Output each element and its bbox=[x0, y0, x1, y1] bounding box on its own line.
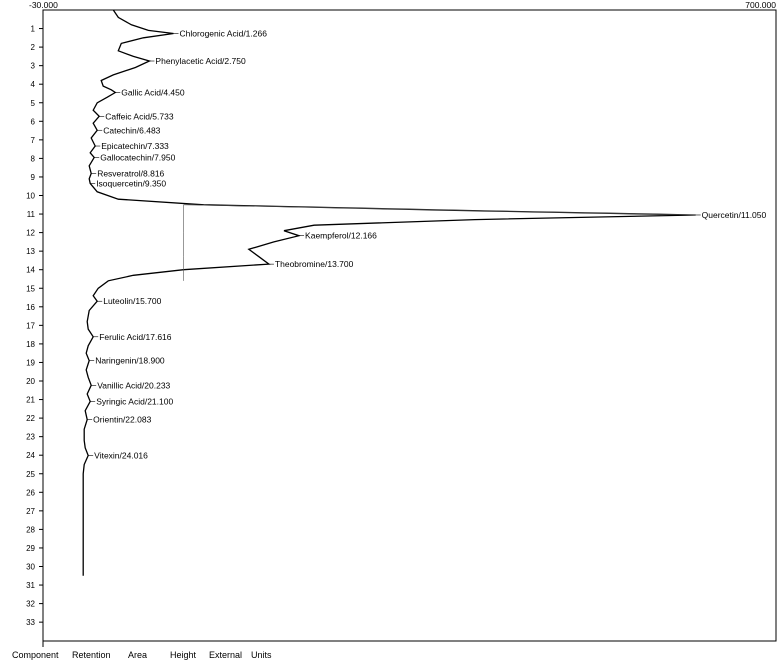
peak-label: Quercetin/11.050 bbox=[702, 210, 767, 220]
column-header-units: Units bbox=[251, 650, 272, 660]
peak-label: Ferulic Acid/17.616 bbox=[99, 332, 172, 342]
y-tick-label: 7 bbox=[31, 136, 36, 145]
y-tick-label: 28 bbox=[26, 525, 35, 534]
y-tick-label: 14 bbox=[26, 266, 35, 275]
peak-label: Vanillic Acid/20.233 bbox=[97, 380, 170, 390]
column-header-retention: Retention bbox=[72, 650, 111, 660]
peak-label: Gallocatechin/7.950 bbox=[100, 152, 175, 162]
y-tick-label: 9 bbox=[31, 173, 36, 182]
column-header-component: Component bbox=[12, 650, 59, 660]
y-tick-label: 6 bbox=[31, 117, 36, 126]
y-tick-label: 2 bbox=[31, 43, 36, 52]
y-tick-label: 32 bbox=[26, 600, 35, 609]
peak-label: Resveratrol/8.816 bbox=[97, 169, 164, 179]
x-range-max-label: 700.000 bbox=[745, 0, 776, 10]
y-tick-label: 15 bbox=[26, 284, 35, 293]
peak-label: Phenylacetic Acid/2.750 bbox=[155, 56, 246, 66]
peak-label: Epicatechin/7.333 bbox=[101, 141, 169, 151]
peak-label: Gallic Acid/4.450 bbox=[121, 88, 185, 98]
y-tick-label: 25 bbox=[26, 470, 35, 479]
chromatogram-chart: 1234567891011121314151617181920212223242… bbox=[26, 0, 777, 647]
y-tick-label: 18 bbox=[26, 340, 35, 349]
y-tick-label: 27 bbox=[26, 507, 35, 516]
y-tick-label: 3 bbox=[31, 62, 36, 71]
y-tick-label: 10 bbox=[26, 192, 35, 201]
peak-label: Luteolin/15.700 bbox=[103, 296, 161, 306]
y-tick-label: 30 bbox=[26, 563, 35, 572]
y-tick-label: 24 bbox=[26, 451, 35, 460]
column-header-external: External bbox=[209, 650, 243, 660]
plot-frame bbox=[42, 9, 777, 647]
y-tick-label: 21 bbox=[26, 396, 35, 405]
peak-label: Orientin/22.083 bbox=[93, 415, 151, 425]
y-tick-label: 26 bbox=[26, 488, 35, 497]
peak-label: Catechin/6.483 bbox=[103, 125, 160, 135]
peak-label: Naringenin/18.900 bbox=[95, 356, 165, 366]
peak-label: Theobromine/13.700 bbox=[275, 259, 354, 269]
peak-label: Vitexin/24.016 bbox=[94, 450, 148, 460]
plot-border bbox=[42, 9, 777, 642]
y-tick-label: 17 bbox=[26, 321, 35, 330]
peak-label: Syringic Acid/21.100 bbox=[96, 396, 173, 406]
y-tick-label: 22 bbox=[26, 414, 35, 423]
y-tick-label: 20 bbox=[26, 377, 35, 386]
y-tick-label: 19 bbox=[26, 358, 35, 367]
y-axis-ticks: 1234567891011121314151617181920212223242… bbox=[26, 25, 43, 627]
y-tick-label: 4 bbox=[31, 80, 36, 89]
y-tick-label: 5 bbox=[31, 99, 36, 108]
y-tick-label: 29 bbox=[26, 544, 35, 553]
peak-label: Chlorogenic Acid/1.266 bbox=[180, 28, 268, 38]
y-tick-label: 23 bbox=[26, 433, 35, 442]
y-tick-label: 1 bbox=[31, 25, 36, 34]
trace-layer bbox=[82, 9, 696, 576]
y-tick-label: 31 bbox=[26, 581, 35, 590]
column-header-area: Area bbox=[128, 650, 148, 660]
y-tick-label: 11 bbox=[27, 210, 36, 219]
chromatogram-trace bbox=[82, 9, 696, 576]
y-tick-label: 13 bbox=[26, 247, 35, 256]
peak-label: Kaempferol/12.166 bbox=[305, 231, 377, 241]
results-table-header: Component Retention Area Height External… bbox=[0, 648, 779, 663]
peak-label: Caffeic Acid/5.733 bbox=[105, 111, 174, 121]
y-tick-label: 16 bbox=[26, 303, 35, 312]
column-header-height: Height bbox=[170, 650, 197, 660]
y-tick-label: 33 bbox=[26, 618, 35, 627]
x-range-min-label: -30.000 bbox=[29, 0, 58, 10]
y-tick-label: 12 bbox=[26, 229, 35, 238]
peak-label: Isoquercetin/9.350 bbox=[96, 178, 166, 188]
y-tick-label: 8 bbox=[31, 154, 36, 163]
baseline-segment bbox=[183, 204, 696, 216]
